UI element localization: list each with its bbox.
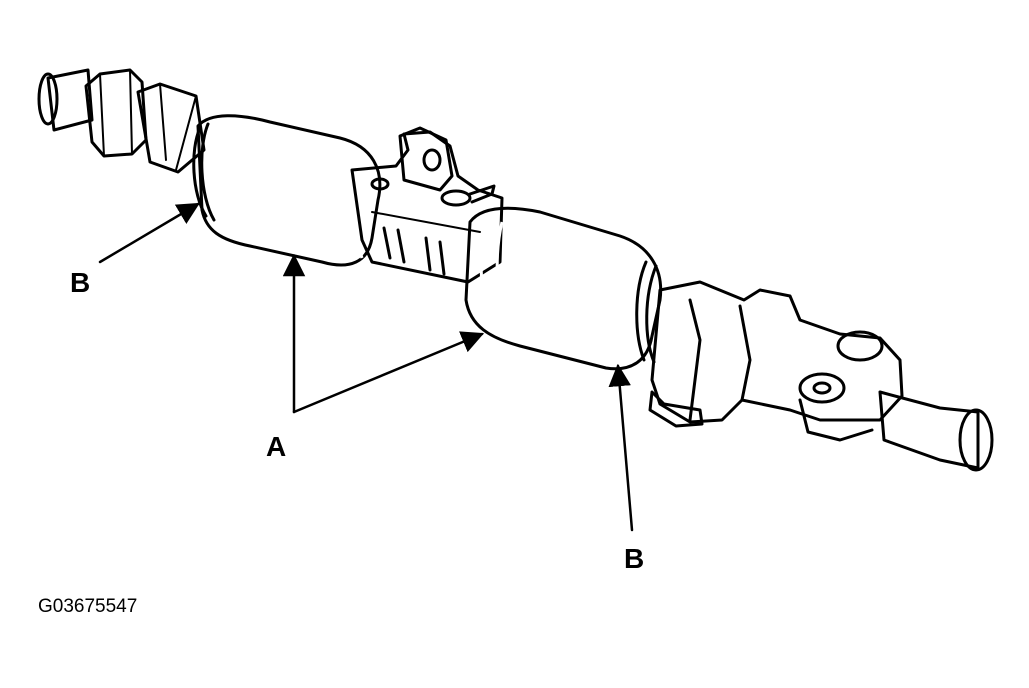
- callout-b-right: B: [624, 543, 644, 574]
- callout-a: A: [266, 431, 286, 462]
- left-boot: [192, 114, 382, 267]
- arrow-a-right-boot: [292, 331, 485, 414]
- arrow-b-right: [608, 363, 634, 532]
- right-boot: [464, 206, 663, 371]
- figure-id: G03675547: [38, 596, 137, 617]
- rack-housing-center: [350, 126, 504, 284]
- arrow-b-left: [98, 202, 200, 264]
- rack-housing-right: [648, 280, 904, 442]
- callout-arrows: [98, 202, 634, 532]
- left-shaft: [37, 68, 206, 174]
- callout-b-left: B: [70, 267, 90, 298]
- right-shaft: [878, 390, 994, 472]
